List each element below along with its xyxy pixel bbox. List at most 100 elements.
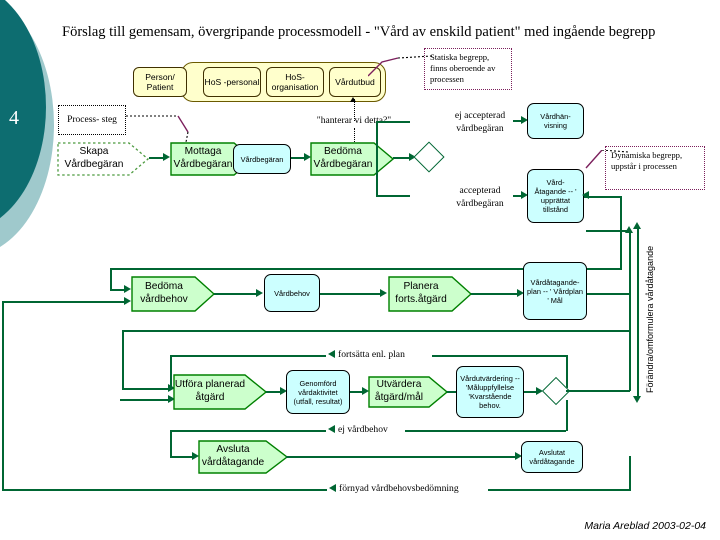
connector-bedoma-behov-to-vardbehov (214, 293, 258, 296)
vardutbud-dotted-arrowhead (350, 97, 356, 102)
label-ej-vardbehov: ej vårdbehov (338, 424, 388, 435)
author-signature: Maria Areblad 2003-02-04 (584, 520, 706, 532)
return-path-into-vardatagande (586, 230, 631, 233)
concept-vardutvardering[interactable]: Vårdutvärdering -- 'Måluppfyllelse 'Kvar… (456, 366, 524, 418)
arrow-fornyad-vardbehovsbedomning (329, 484, 336, 492)
arrow-to-vardatagande (521, 191, 528, 199)
arrow-into-utfora-lower (168, 395, 175, 403)
static-box-hos-personal[interactable]: HoS -personal (203, 67, 261, 97)
label-fornyad-vardbehovsbedomning: förnyad vårdbehovsbedömning (339, 483, 459, 494)
concept-vardhanvisning[interactable]: Vårdhän- visning (527, 103, 584, 139)
legend-process-step-box: Process- steg (58, 105, 126, 135)
label-accepterad: accepterad vårdbegäran (456, 185, 504, 209)
connector-right-into-vardatagande (584, 196, 622, 199)
process-avsluta-vardatagande[interactable]: Avsluta vårdåtagande (198, 440, 288, 474)
arrow-avsluta-to-avslutat (515, 452, 522, 460)
concept-vardatagande-label: Vård- Åtagande -- ' upprättat tillstånd (534, 178, 577, 214)
process-bedoma-vardbehov[interactable]: Bedöma vårdbehov (131, 276, 215, 312)
arrow-bedoma-to-decision (409, 153, 416, 161)
arrow-to-vardhanvisning (521, 116, 528, 124)
vertical-label-rule (637, 228, 640, 398)
concept-vardbehov-label: Vårdbehov (274, 288, 310, 298)
concept-vardatagandeplan-label: Vårdåtagande- plan -- ' Vårdplan ' Mål (526, 277, 584, 305)
arrow-into-utfora-upper (168, 384, 175, 392)
concept-avslutat-vardatagande-label: Avslutat vårdåtagande (529, 448, 575, 466)
concept-vardbehov[interactable]: Vårdbehov (264, 274, 320, 312)
connector-utvardera-to-utvardering (447, 391, 459, 394)
loop-ej-vardbehov-left (170, 430, 326, 433)
concept-vardhanvisning-label: Vårdhän- visning (540, 112, 571, 130)
arrow-bedoma-behov-to-vardbehov (256, 289, 263, 297)
connector-to-vardhanvisning (513, 120, 523, 123)
arrow-utvardering-to-decision2 (536, 387, 543, 395)
question-label: "hanterar vi detta?" (316, 115, 392, 126)
connector-planera-to-plan (471, 293, 519, 296)
label-ej-accepterad: ej accepterad vårdbegäran (454, 110, 506, 134)
arrow-loop-into-bedoma-behov (124, 285, 131, 293)
connector-utfora-to-genomford (266, 391, 282, 394)
label-forandra-omformulera: Förändra/omformulera vårdåtagande (645, 245, 655, 393)
static-box-person-patient[interactable]: Person/ Patient (133, 67, 187, 97)
loop-fornyad-right (488, 489, 631, 492)
page-title: Förslag till gemensam, övergripande proc… (62, 24, 656, 40)
arrow-into-avsluta (192, 452, 199, 460)
decision-branch-up-horizontal (376, 121, 410, 124)
connector-genomford-to-utvardera (350, 391, 364, 394)
static-box-hos-organisation[interactable]: HoS- organisation (266, 67, 324, 97)
arrow-ej-vardbehov (328, 425, 335, 433)
decision-branch-up-vertical (376, 121, 379, 157)
arrow-vardbehov-to-planera (380, 289, 387, 297)
return-path-vertical (629, 232, 632, 391)
loop-right-from-vardatagande (620, 225, 623, 269)
loop-right-vertical-upper (620, 196, 623, 228)
connector-bedoma-to-decision (393, 157, 411, 160)
connector-into-utfora-upper (122, 388, 170, 391)
arrow-vertical-label-top (633, 222, 641, 229)
connector-plan-back-vertical (122, 330, 125, 388)
static-box-person-patient-label: Person/ Patient (145, 71, 175, 93)
loop-fortsatta-right (432, 355, 568, 358)
loop-ej-vardbehov-right (405, 430, 566, 433)
dynamic-concepts-callout: Dynamiska begrepp, uppstår i processen (605, 146, 705, 190)
concept-genomford-vardaktivitet[interactable]: Genomförd vårdaktivitet (utfall, resulta… (286, 370, 350, 414)
connector-plan-right (587, 293, 631, 296)
connector-vardbehov-to-planera (320, 293, 382, 296)
loop-fortsatta-down-left (170, 355, 173, 388)
arrow-secondary-into-bedoma-behov (124, 297, 131, 305)
connector-avsluta-to-avslutat (286, 456, 517, 459)
connector-loop-into-bedoma-behov (110, 289, 126, 292)
process-planera-forts-atgard[interactable]: Planera forts.åtgärd (388, 276, 472, 312)
label-fortsatta-enl-plan: fortsätta enl. plan (338, 349, 405, 360)
arrow-planera-to-plan (517, 289, 524, 297)
arrow-genomford-to-utvardera (362, 387, 369, 395)
loop-top-horizontal (110, 268, 622, 271)
connector-utvardering-to-decision2 (524, 391, 538, 394)
vardutbud-dotted-connector-lower (354, 128, 355, 146)
process-utfora-planerad-atgard[interactable]: Utföra planerad åtgärd (173, 374, 267, 410)
loop-left-feed-vertical (110, 268, 113, 290)
connector-plan-back-horizontal (122, 330, 631, 333)
decision-branch-down-horizontal (376, 195, 410, 198)
concept-avslutat-vardatagande[interactable]: Avslutat vårdåtagande (521, 441, 583, 473)
arrow-vardbegaran-to-bedoma (304, 153, 311, 161)
connector-vardbegaran-to-bedoma (291, 157, 305, 160)
loop-fornyad-up-left (2, 301, 5, 490)
process-bedoma-vardbegaran[interactable]: Bedöma Vårdbegäran (310, 142, 394, 176)
concept-vardutvardering-label: Vårdutvärdering -- 'Måluppfyllelse 'Kvar… (460, 374, 520, 410)
legend-process-step-label: Process- steg (67, 115, 117, 125)
arrow-vertical-label-bottom (633, 396, 641, 403)
slide-number: 4 (9, 107, 19, 129)
loop-fornyad-down-right (629, 456, 632, 490)
arrow-skapa-to-mottaga (163, 153, 170, 161)
concept-genomford-vardaktivitet-label: Genomförd vårdaktivitet (utfall, resulta… (293, 378, 343, 406)
process-utvardera-atgard-mal[interactable]: Utvärdera åtgärd/mål (368, 376, 448, 408)
concept-vardatagandeplan[interactable]: Vårdåtagande- plan -- ' Vårdplan ' Mål (523, 262, 587, 320)
loop-fornyad-into-bedoma-behov (2, 301, 112, 304)
decision-diamond-vardbegaran[interactable] (413, 141, 445, 173)
loop-ej-vardbehov-down-right (566, 400, 569, 431)
static-box-hos-personal-label: HoS -personal (204, 76, 260, 87)
loop-ej-vardbehov-down-left (170, 430, 173, 456)
concept-vardbegaran[interactable]: Vårdbegäran (233, 144, 291, 174)
loop-fortsatta-left (170, 355, 326, 358)
